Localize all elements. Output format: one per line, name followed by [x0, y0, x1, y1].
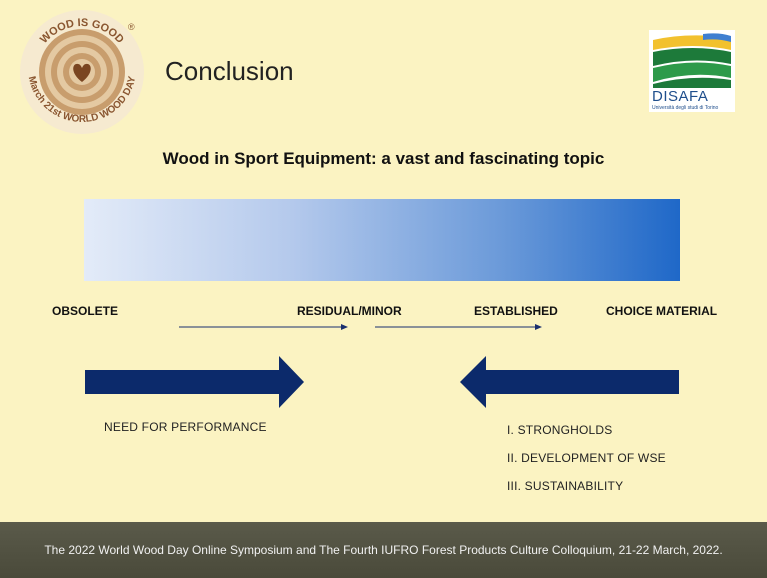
gradient-scale-bar [84, 199, 680, 281]
footer-text: The 2022 World Wood Day Online Symposium… [44, 543, 723, 557]
disafa-logo: DISAFA Università degli studi di Torino [649, 30, 735, 112]
stage-obsolete: OBSOLETE [52, 304, 119, 318]
need-for-performance-label: NEED FOR PERFORMANCE [104, 420, 267, 434]
arrow-left-icon [460, 356, 679, 408]
stage-residual-minor: RESIDUAL/MINOR [297, 304, 402, 318]
disafa-subtitle: Università degli studi di Torino [652, 105, 719, 111]
slide-subtitle: Wood in Sport Equipment: a vast and fasc… [162, 149, 605, 168]
stage-established: ESTABLISHED [474, 304, 558, 318]
list-item-strongholds: I. STRONGHOLDS [507, 423, 613, 437]
list-item-sustainability: III. SUSTAINABILITY [507, 479, 624, 493]
heart-icon [73, 63, 91, 82]
footer-bar: The 2022 World Wood Day Online Symposium… [0, 522, 767, 578]
slide: WOOD IS GOOD March 21st WORLD WOOD DAY ®… [20, 10, 735, 493]
stage-choice-material: CHOICE MATERIAL [606, 304, 718, 318]
world-wood-day-logo: WOOD IS GOOD March 21st WORLD WOOD DAY ® [20, 10, 144, 134]
list-item-development-of-wse: II. DEVELOPMENT OF WSE [507, 451, 666, 465]
arrow-right-icon [85, 356, 304, 408]
fields-icon [649, 30, 735, 88]
thin-arrow-right-1-icon [179, 324, 348, 330]
disafa-name: DISAFA [652, 88, 709, 105]
thin-arrow-right-2-icon [375, 324, 542, 330]
slide-title: Conclusion [165, 56, 294, 86]
registered-mark: ® [128, 22, 135, 32]
